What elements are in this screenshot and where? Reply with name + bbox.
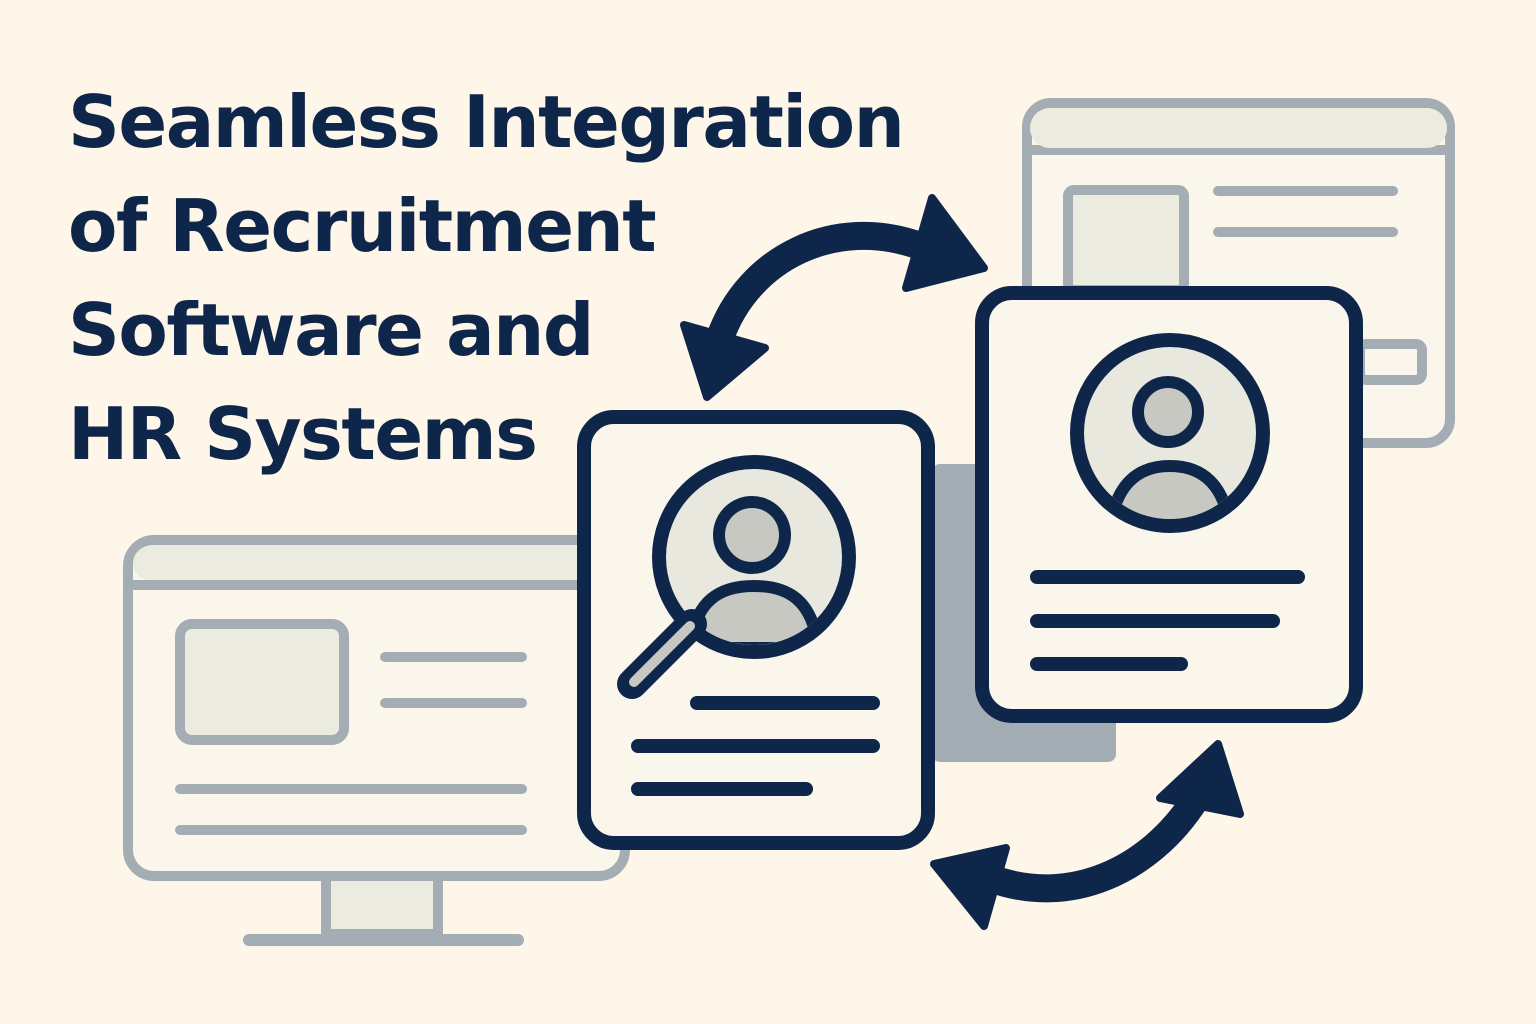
title-line-1: Seamless Integration <box>68 80 905 164</box>
title-line-2: of Recruitment <box>68 184 657 268</box>
candidate-profile-card-icon <box>975 286 1363 723</box>
title-line-3: Software and <box>68 288 594 372</box>
candidate-search-profile-icon <box>577 410 935 850</box>
title-line-4: HR Systems <box>68 392 538 476</box>
sync-arrow-icon <box>930 740 1244 930</box>
page-title: Seamless Integration of Recruitment Soft… <box>68 70 905 486</box>
sync-arrow-icon <box>680 194 988 401</box>
desktop-monitor-icon <box>123 535 630 946</box>
